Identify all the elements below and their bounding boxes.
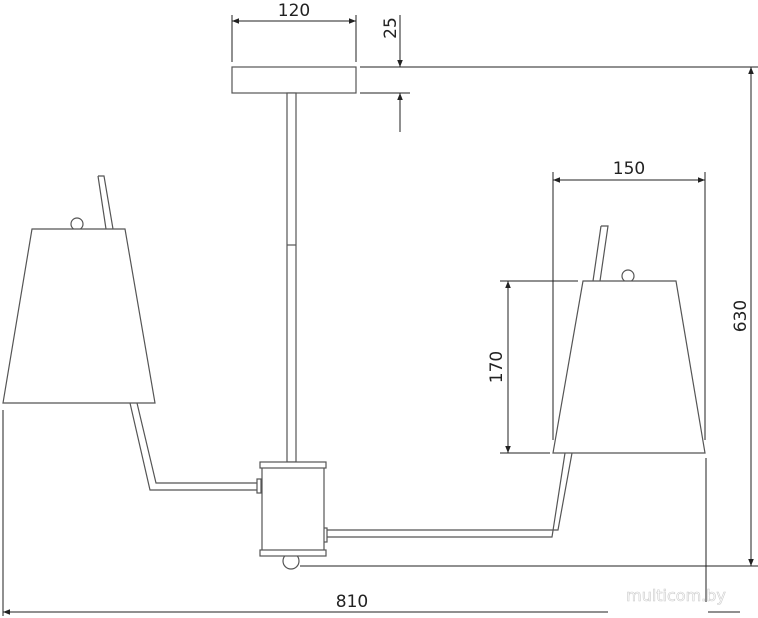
dimension-label: 630 (731, 300, 751, 332)
suspension-rod (286, 92, 297, 463)
watermark: multicom.by (626, 586, 726, 605)
ceiling-canopy (231, 66, 357, 94)
dimension-shade-width: 150 (552, 159, 706, 440)
dimension-label: 810 (336, 592, 368, 612)
dimension-canopy-height: 25 (360, 15, 758, 132)
dimension-label: 120 (278, 1, 310, 21)
central-body (259, 461, 327, 570)
dimension-label: 25 (381, 17, 401, 39)
dimension-total-height: 630 (300, 67, 758, 567)
dimension-label: 150 (613, 159, 645, 179)
right-shade-knob (621, 269, 635, 283)
dimension-label: 170 (487, 351, 507, 383)
left-shade-knob (70, 217, 84, 231)
dimension-shade-height: 170 (487, 280, 578, 454)
dimension-canopy-width: 120 (231, 1, 357, 62)
left-lamp-shade (2, 228, 156, 404)
right-lamp-shade (552, 280, 706, 454)
left-arm (97, 175, 262, 494)
